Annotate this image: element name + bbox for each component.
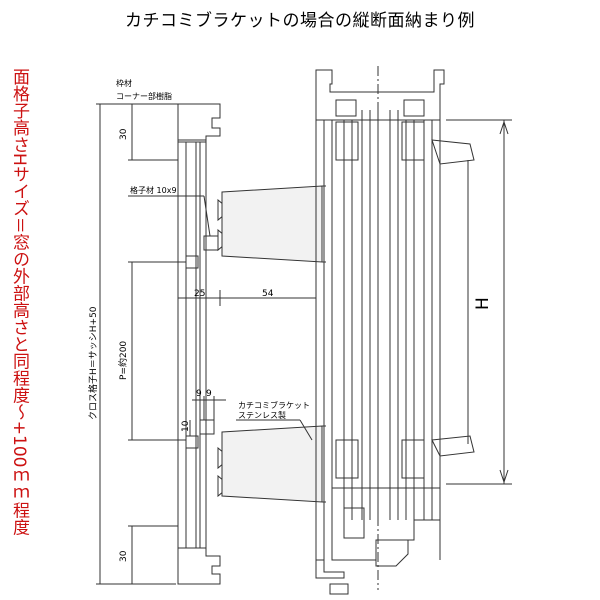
dimension-10: 10 bbox=[181, 420, 191, 432]
dimension-25: 25 bbox=[194, 289, 205, 299]
lattice-material-label: 格子材 10x9 bbox=[130, 185, 177, 195]
dimension-9-right: 9 bbox=[206, 389, 212, 399]
pitch-dimension: P=約200 bbox=[117, 341, 129, 380]
dimension-9-left: 9 bbox=[196, 389, 202, 399]
corner-resin-label: コーナー部樹脂 bbox=[116, 91, 172, 101]
bracket-material-label: ステンレス製 bbox=[238, 410, 286, 420]
window-sash-section bbox=[315, 69, 475, 595]
frame-material-label: 枠材 bbox=[116, 78, 132, 88]
cross-lattice-height-dimension: クロス格子H＝サッシH+50 bbox=[87, 306, 99, 420]
dimension-54: 54 bbox=[262, 289, 274, 299]
dimension-30-bottom: 30 bbox=[119, 550, 129, 562]
lattice-frame-profile bbox=[177, 103, 231, 585]
height-H-label: H bbox=[473, 297, 493, 310]
height-size-note: 面格子高さHサイズ＝窓の外部高さと同程度～+100ｍｍ程度 bbox=[9, 68, 29, 536]
bracket-name-label: カチコミブラケット bbox=[238, 400, 310, 410]
dimension-lines bbox=[96, 103, 512, 585]
upper-bracket bbox=[221, 185, 326, 263]
diagram-title: カチコミブラケットの場合の縦断面納まり例 bbox=[125, 11, 475, 31]
dimension-30-top: 30 bbox=[119, 128, 129, 140]
